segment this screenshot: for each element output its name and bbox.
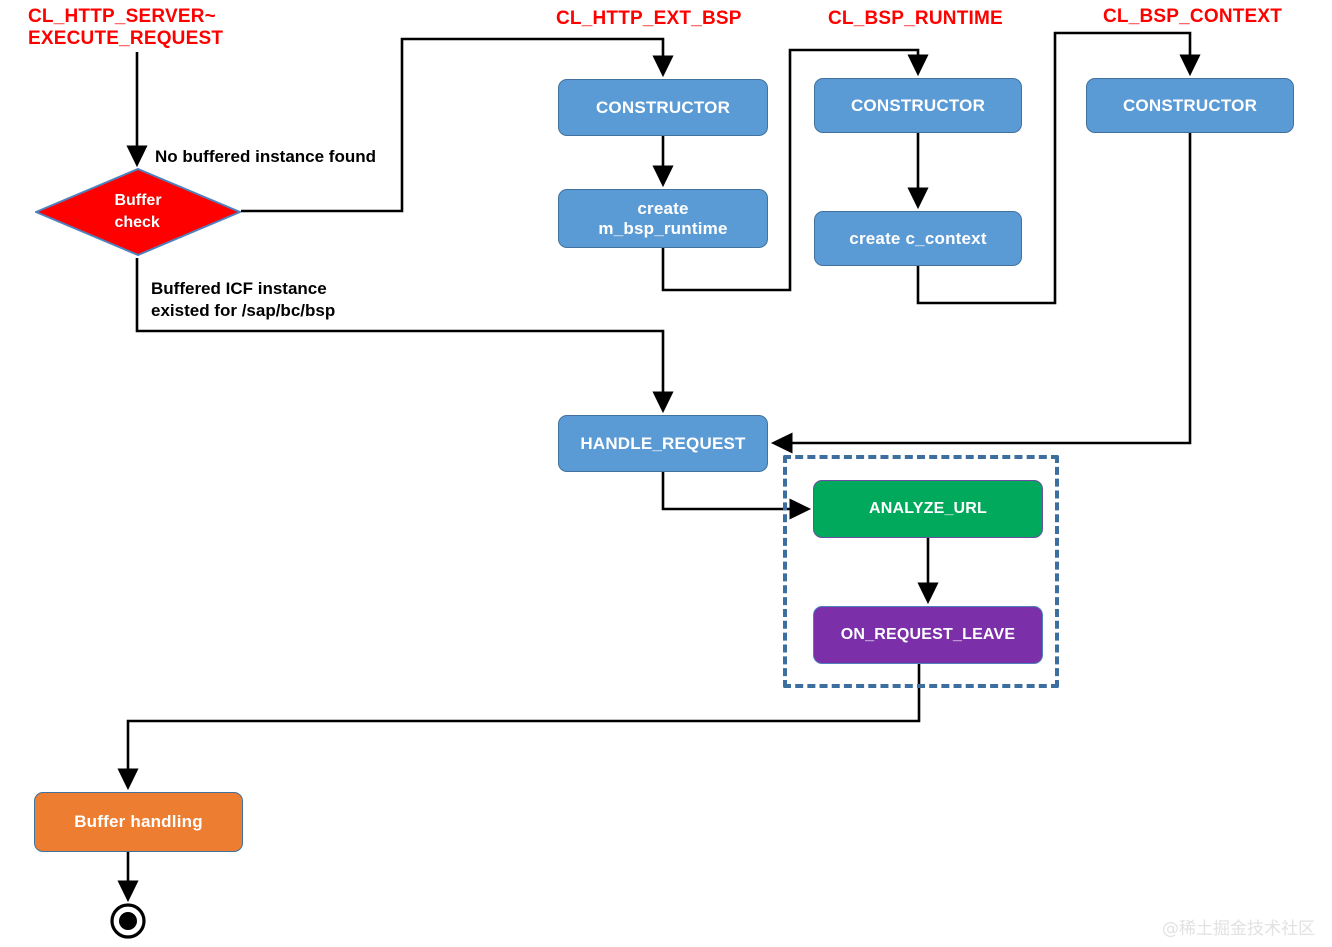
edge-label-no-buffered-instance: No buffered instance found — [155, 147, 376, 166]
end-state-marker — [107, 900, 149, 942]
lane-title-cl-bsp-context: CL_BSP_CONTEXT — [1103, 6, 1283, 27]
lane-title-cl-http-ext-bsp: CL_HTTP_EXT_BSP — [556, 8, 742, 29]
lane-title-cl-http-server: CL_HTTP_SERVER~ EXECUTE_REQUEST — [28, 6, 224, 49]
end-state-icon — [110, 903, 146, 939]
node-create-c-context[interactable]: create c_context — [814, 211, 1022, 266]
edge-handle-request-to-analyze-url — [661, 472, 812, 520]
node-create-m-bsp-runtime[interactable]: create m_bsp_runtime — [558, 189, 768, 248]
node-constructor-http-ext-bsp[interactable]: CONSTRUCTOR — [558, 79, 768, 136]
edge-on-request-leave-to-buffer-handling — [117, 664, 921, 791]
node-buffer-check[interactable]: Buffer check — [33, 167, 243, 257]
node-buffer-check-label: Buffer check — [114, 192, 162, 231]
node-on-request-leave[interactable]: ON_REQUEST_LEAVE — [813, 606, 1043, 664]
edge-create-c-context-to-constructor-bsp-context — [916, 31, 1201, 305]
edge-buffer-check-to-handle-request — [135, 258, 674, 414]
edge-label-buffered-icf-instance: Buffered ICF instance existed for /sap/b… — [151, 279, 336, 320]
node-constructor-bsp-context[interactable]: CONSTRUCTOR — [1086, 78, 1294, 133]
watermark-text: @稀土掘金技术社区 — [1162, 919, 1315, 939]
node-analyze-url[interactable]: ANALYZE_URL — [813, 480, 1043, 538]
node-handle-request[interactable]: HANDLE_REQUEST — [558, 415, 768, 472]
node-buffer-handling[interactable]: Buffer handling — [34, 792, 243, 852]
edge-constructor-bsp-context-to-handle-request — [770, 133, 1192, 454]
edge-buffer-check-to-constructor-http-ext-bsp — [241, 37, 674, 213]
edge-create-m-bsp-runtime-to-constructor-bsp-runtime — [661, 48, 929, 292]
diamond-shape — [33, 167, 243, 257]
lane-title-cl-bsp-runtime: CL_BSP_RUNTIME — [828, 8, 1003, 29]
node-constructor-bsp-runtime[interactable]: CONSTRUCTOR — [814, 78, 1022, 133]
bsp-extension-group-box — [783, 455, 1059, 688]
